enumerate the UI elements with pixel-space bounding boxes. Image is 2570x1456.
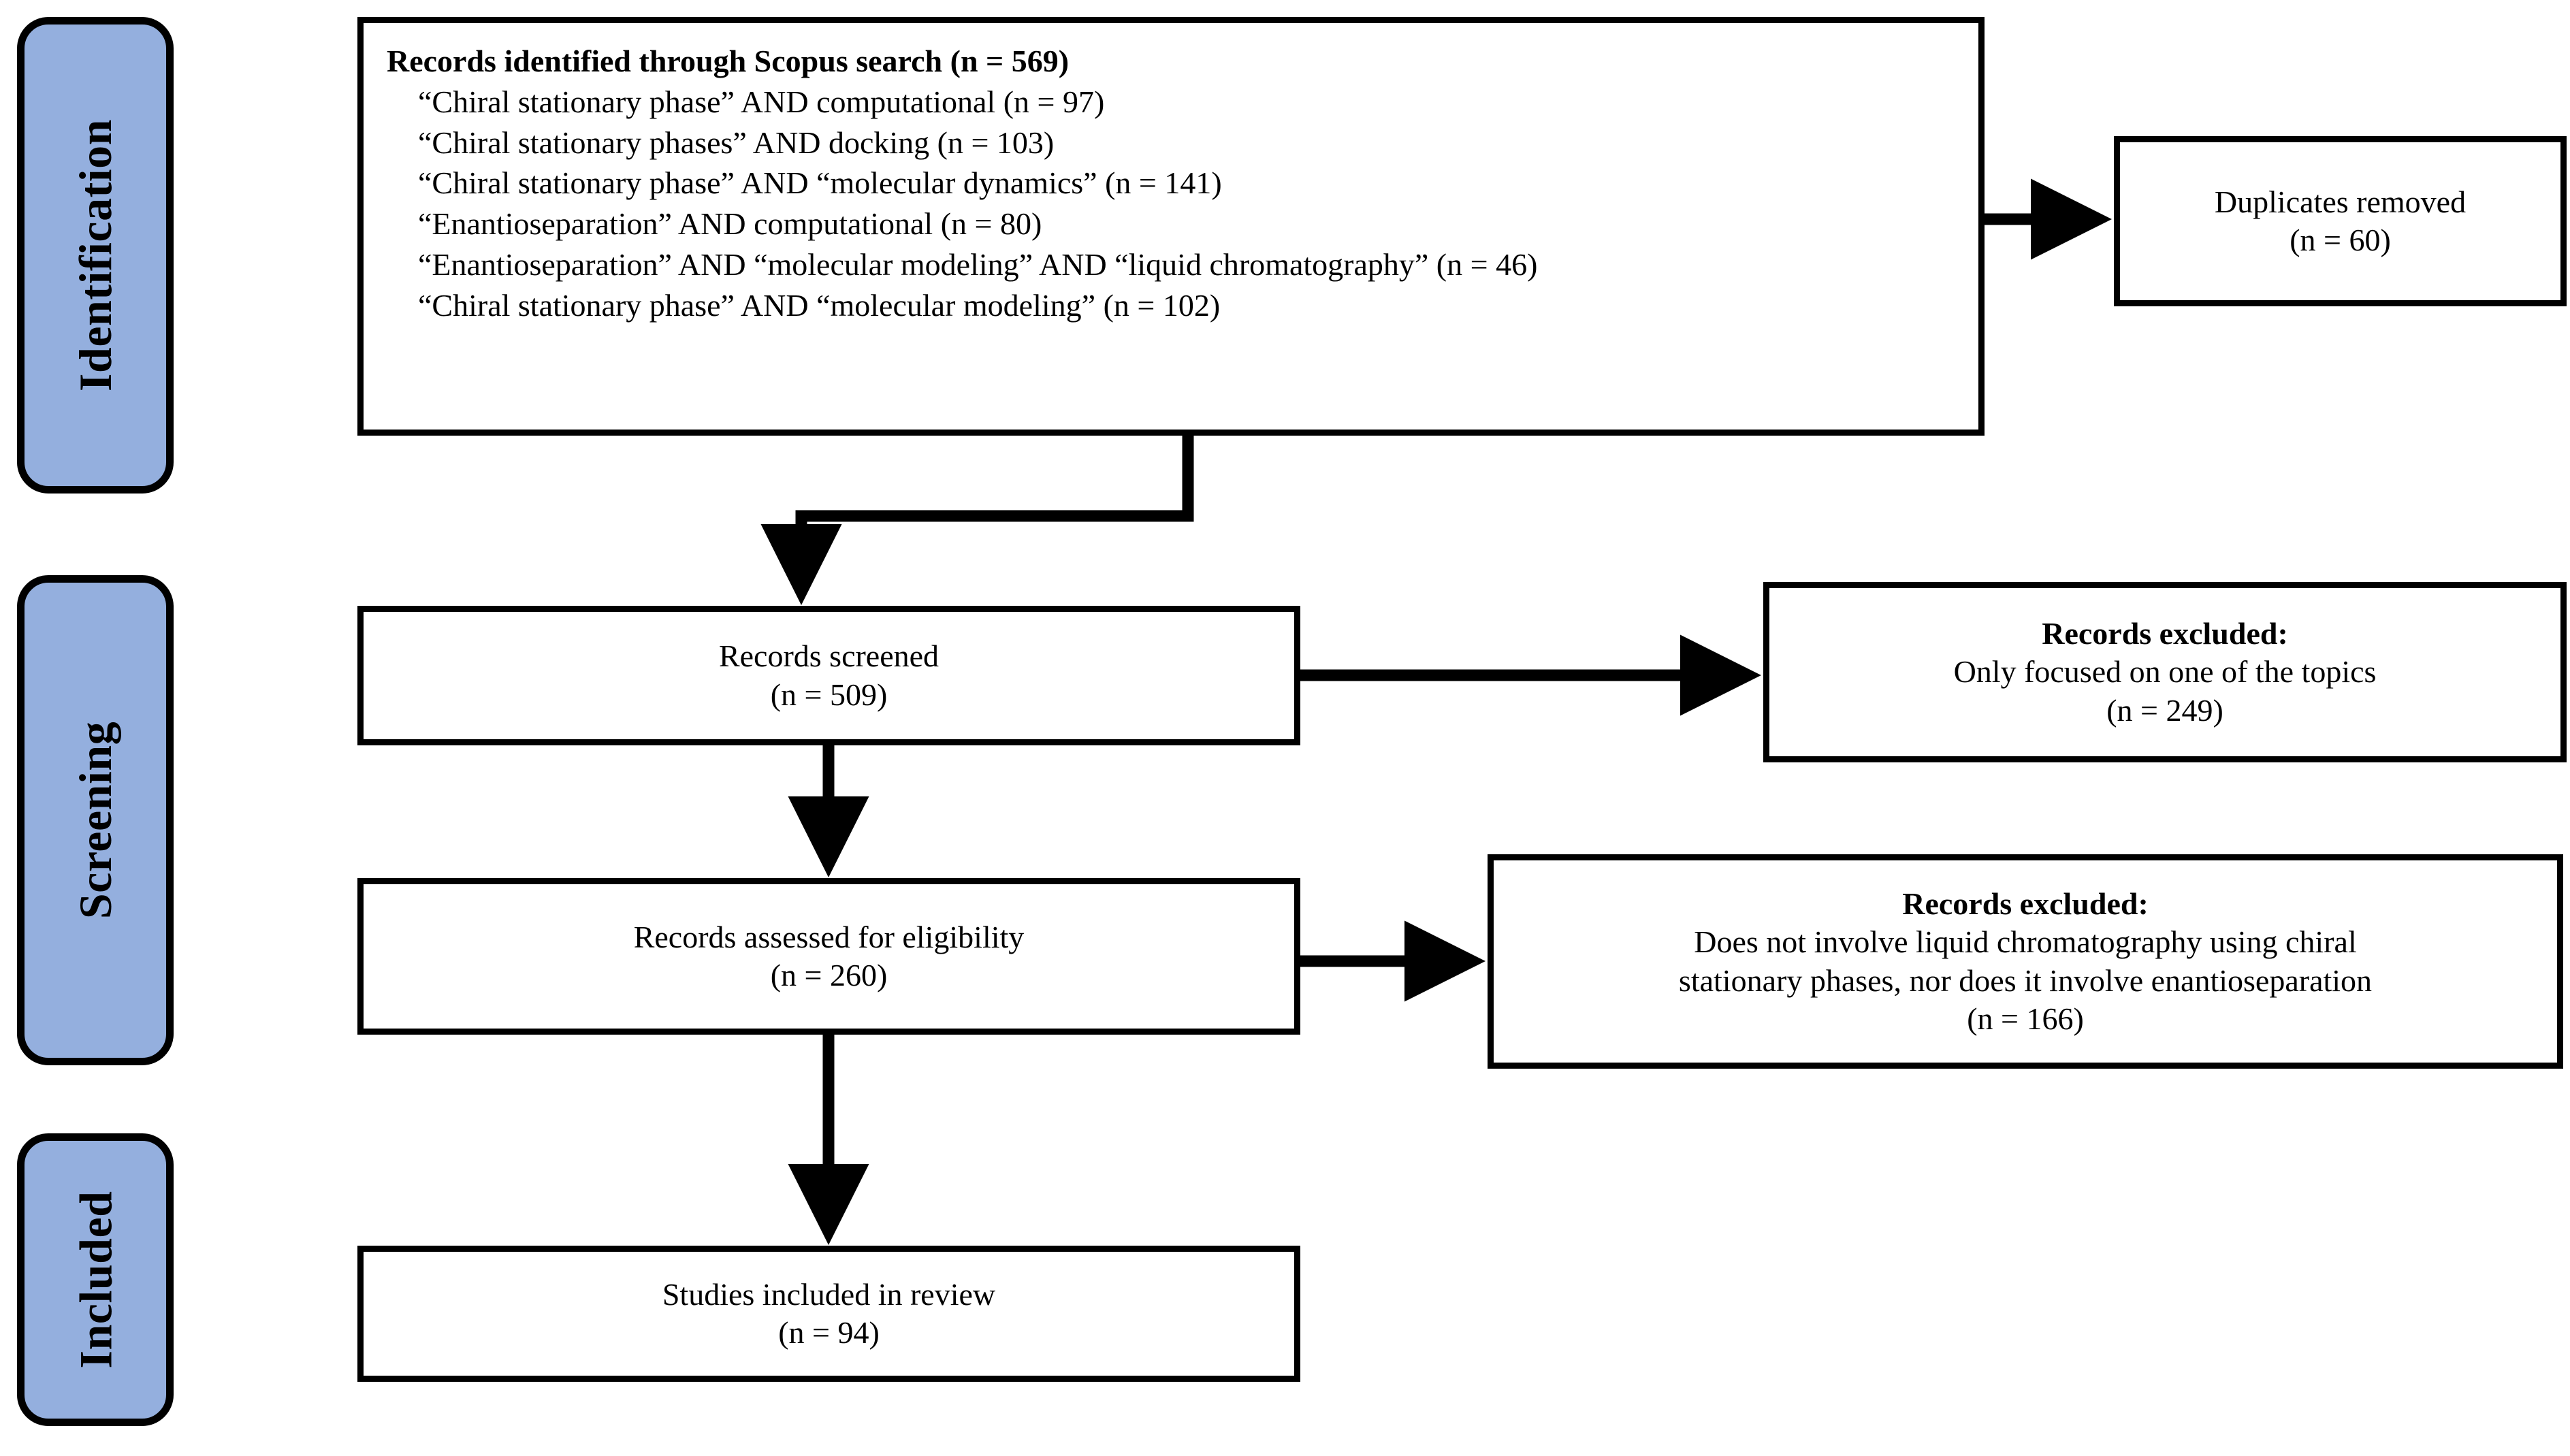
search-query-1: “Chiral stationary phase” AND computatio… xyxy=(418,84,1105,119)
box-records-excluded-screening: Records excluded: Only focused on one of… xyxy=(1763,582,2567,762)
records-assessed-label: Records assessed for eligibility xyxy=(633,919,1025,954)
studies-included-count: (n = 94) xyxy=(778,1315,880,1350)
records-excluded-2-reason-line2: stationary phases, nor does it involve e… xyxy=(1678,962,2373,998)
records-screened-count: (n = 509) xyxy=(770,677,888,712)
search-query-2: “Chiral stationary phases” AND docking (… xyxy=(418,125,1055,160)
stage-label-screening-text: Screening xyxy=(69,721,122,920)
box-records-identified: Records identified through Scopus search… xyxy=(357,17,1985,436)
box-records-assessed-eligibility: Records assessed for eligibility (n = 26… xyxy=(357,878,1300,1035)
records-excluded-2-count: (n = 166) xyxy=(1967,1001,2084,1036)
box-records-screened: Records screened (n = 509) xyxy=(357,606,1300,745)
records-assessed-count: (n = 260) xyxy=(770,958,888,992)
stage-label-included-text: Included xyxy=(69,1191,121,1369)
stage-label-identification-text: Identification xyxy=(69,119,121,391)
records-excluded-2-reason-line1: Does not involve liquid chromatography u… xyxy=(1694,924,2357,960)
search-query-3: “Chiral stationary phase” AND “molecular… xyxy=(418,165,1222,201)
stage-label-included: Included xyxy=(17,1133,174,1426)
records-excluded-1-count: (n = 249) xyxy=(2106,692,2223,728)
connector-identified-to-screened xyxy=(760,436,1194,605)
records-excluded-1-reason: Only focused on one of the topics xyxy=(1953,654,2377,690)
search-query-4: “Enantioseparation” AND computational (n… xyxy=(418,206,1042,242)
records-excluded-2-title: Records excluded: xyxy=(1902,886,2149,922)
records-identified-header: Records identified through Scopus search… xyxy=(387,44,1070,78)
search-query-6: “Chiral stationary phase” AND “molecular… xyxy=(418,287,1221,323)
box-studies-included: Studies included in review (n = 94) xyxy=(357,1246,1300,1382)
stage-label-identification: Identification xyxy=(17,17,174,494)
records-excluded-1-title: Records excluded: xyxy=(2042,616,2288,651)
box-records-excluded-eligibility: Records excluded: Does not involve liqui… xyxy=(1488,854,2563,1069)
duplicates-removed-count: (n = 60) xyxy=(2290,223,2391,257)
search-query-5: “Enantioseparation” AND “molecular model… xyxy=(418,246,1538,282)
box-duplicates-removed: Duplicates removed (n = 60) xyxy=(2114,136,2567,306)
duplicates-removed-label: Duplicates removed xyxy=(2214,184,2467,219)
studies-included-label: Studies included in review xyxy=(662,1276,996,1312)
records-screened-label: Records screened xyxy=(718,638,939,674)
stage-label-screening: Screening xyxy=(17,575,174,1065)
